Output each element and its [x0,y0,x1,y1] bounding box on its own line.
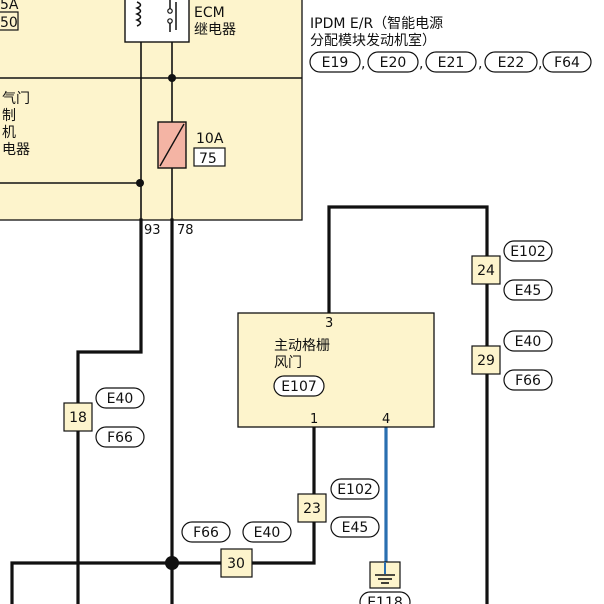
svg-text:F66: F66 [107,430,133,446]
connector-tag-e45: E45 [330,516,380,538]
junction-connector-23 [297,493,327,523]
junction-connector-29 [471,345,501,375]
svg-text:E102: E102 [337,482,373,498]
svg-text:F66: F66 [515,373,541,389]
shutter-pin-4: 4 [382,412,390,427]
junction-pin-18: 18 [69,410,87,426]
connector-tag-e22: E22 [484,51,538,73]
svg-text:F66: F66 [193,525,219,541]
fuse-number-box [193,147,226,167]
connector-tag-e40: E40 [503,330,553,352]
wire-ground-bus-left [10,561,222,604]
junction-pin-30: 30 [227,556,245,572]
connector-tag-e102: E102 [503,240,553,262]
left-relay-label-line4: 电器 [2,142,30,158]
wire-shutter-pin3 [327,205,489,604]
svg-text:E19: E19 [322,55,349,71]
connector-tag-e45: E45 [503,279,553,301]
ipdm-pin-78: 78 [177,223,194,238]
svg-text:E21: E21 [438,55,465,71]
top-fuse-number-box [0,11,19,31]
relay-contact-icon [167,0,177,32]
connector-tag-e40: E40 [95,387,145,409]
svg-text:E40: E40 [107,391,134,407]
ecm-relay-label-line1: ECM [194,5,225,21]
svg-text:E45: E45 [342,520,369,536]
left-relay-label-line2: 制 [2,108,16,124]
fuse-rating: 10A [196,131,224,147]
connector-tag-f66: F66 [95,426,145,448]
svg-text:F64: F64 [554,55,580,71]
left-relay-label-line3: 机 [2,125,16,141]
connector-tag-e102: E102 [330,478,380,500]
ipdm-pin-93: 93 [144,223,161,238]
junction-dot-relay-feed [136,179,144,187]
shutter-pin-3: 3 [325,316,333,331]
fuse-icon [157,121,187,169]
ipdm-title-line1: IPDM E/R（智能电源 [310,16,443,32]
junction-pin-23: 23 [303,501,321,517]
connector-separator: , [419,56,423,72]
svg-text:E102: E102 [510,244,546,260]
shutter-name-line1: 主动格栅 [274,338,330,354]
junction-connector-24 [471,255,501,285]
ipdm-title-line2: 分配模块发动机室） [310,32,436,49]
connector-tag-f64: F64 [542,51,592,73]
ecm-relay-label-line2: 继电器 [194,22,236,38]
connector-separator: , [478,56,482,72]
svg-text:E40: E40 [515,334,542,350]
connector-separator: , [361,56,365,72]
junction-pin-24: 24 [477,263,495,279]
shutter-pin-1: 1 [310,412,318,427]
junction-dot-ground [165,556,179,570]
connector-separator: , [538,56,542,72]
top-fuse-number: 50 [0,15,18,31]
ground-icon [369,561,401,589]
connector-tag-f66: F66 [181,521,231,543]
connector-tag-e20: E20 [367,51,419,73]
svg-text:E22: E22 [498,55,525,71]
ecm-relay-box [124,0,190,43]
svg-text:E107: E107 [281,379,317,395]
svg-text:E118: E118 [367,595,403,604]
junction-connector-18 [63,402,93,432]
fuse-number: 75 [199,151,217,167]
svg-text:E40: E40 [254,525,281,541]
connector-tag-e118: E118 [359,591,411,604]
shutter-name-line2: 风门 [274,355,302,371]
connector-tag-e40: E40 [242,521,292,543]
wire-ground-bus-right [250,424,316,565]
relay-coil-icon [135,1,142,27]
svg-text:E20: E20 [380,55,407,71]
connector-tag-e21: E21 [425,51,477,73]
junction-connector-30 [220,548,253,578]
junction-pin-29: 29 [477,353,495,369]
junction-dot-bus [168,74,176,82]
left-relay-label-line1: 气门 [2,91,30,107]
top-fuse-rating: 5A [0,0,19,13]
connector-tag-e107: E107 [273,375,325,397]
wire-pin93 [76,218,143,604]
svg-text:E45: E45 [515,283,542,299]
connector-tag-e19: E19 [309,51,361,73]
active-grille-shutter-box [237,312,435,428]
connector-tag-f66: F66 [503,369,553,391]
